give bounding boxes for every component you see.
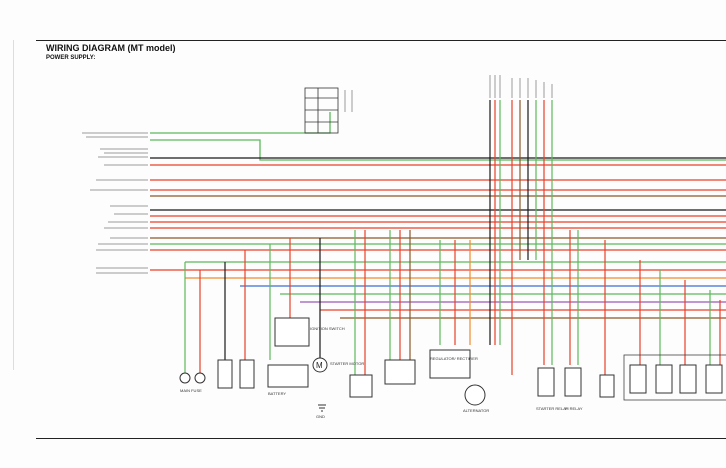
main-fuse-label: MAIN FUSE xyxy=(180,388,202,393)
ignition-switch xyxy=(274,317,310,347)
starter-motor: M xyxy=(312,357,328,373)
starter-motor-label: STARTER MOTOR xyxy=(330,361,364,366)
page-title: WIRING DIAGRAM (MT model) xyxy=(46,43,176,53)
ignition-switch-label: IGNITION SWITCH xyxy=(310,326,345,331)
ground-label: GND xyxy=(316,414,325,419)
header-rule xyxy=(36,40,726,41)
left-label-ticks xyxy=(82,132,148,274)
section-subtitle: POWER SUPPLY: xyxy=(46,55,96,61)
top-label-ticks xyxy=(344,75,553,112)
fuse-block-right xyxy=(623,354,726,401)
harness-wires xyxy=(150,112,726,319)
battery-label: BATTERY xyxy=(268,391,286,396)
fuse-circles xyxy=(179,372,206,384)
alternator-label: ALTERNATOR xyxy=(463,408,489,413)
vertical-drops xyxy=(184,100,721,375)
ground-symbol xyxy=(318,404,326,412)
footer-rule xyxy=(36,438,726,439)
fi-relay-label: FI RELAY xyxy=(565,406,583,411)
component-labels: BATTERY STARTER MOTOR GND IGNITION SWITC… xyxy=(180,326,583,419)
switch-table xyxy=(304,87,339,134)
page-edge-line xyxy=(13,40,14,370)
svg-text:M: M xyxy=(316,361,323,370)
regulator-label: REGULATOR/ RECTIFIER xyxy=(430,356,478,361)
relay-boxes-left xyxy=(217,359,309,389)
starter-relay-label: STARTER RELAY xyxy=(536,406,569,411)
connector-boxes xyxy=(349,349,723,406)
